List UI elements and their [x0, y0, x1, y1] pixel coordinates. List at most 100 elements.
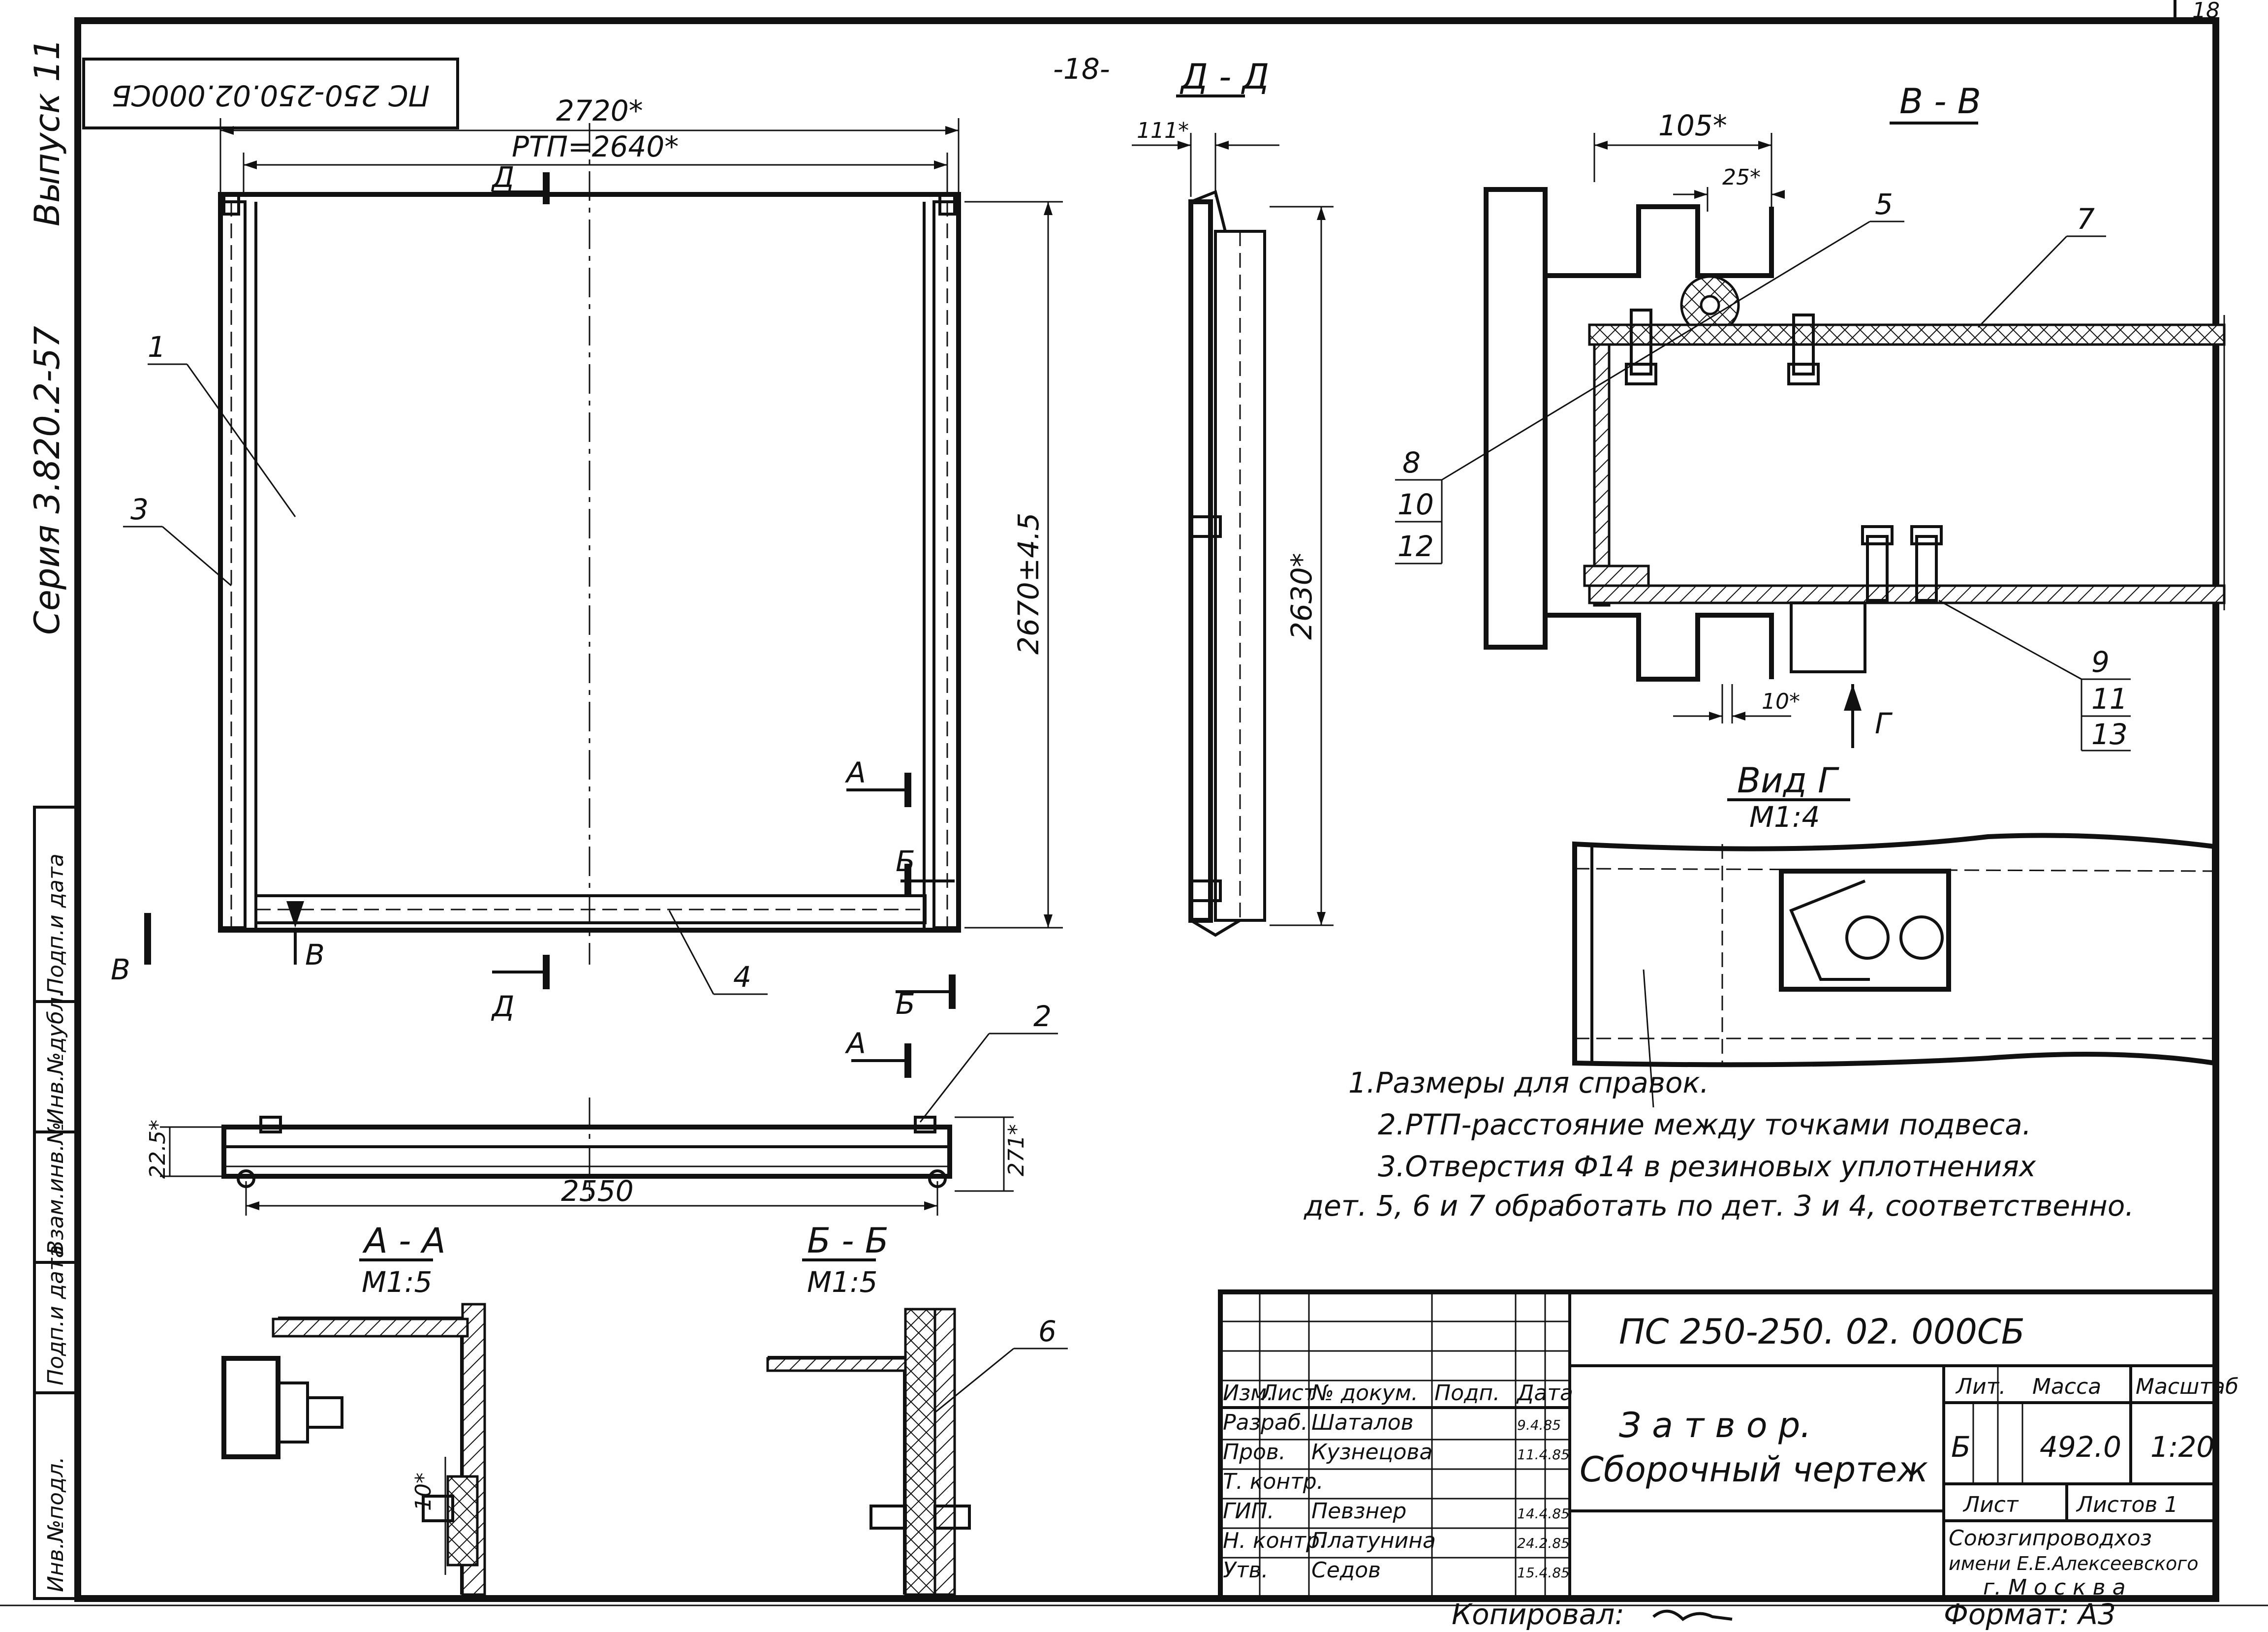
main-front-view [218, 123, 961, 965]
dim-rtp: РТП=2640* [512, 130, 679, 163]
leader-10: 10 [1398, 488, 1434, 521]
main-dimensions: 2720* РТП=2640* 2670±4.5 [219, 94, 1063, 929]
tb-name-line2: Сборочный чертеж [1580, 1449, 1928, 1490]
section-aa-scale: М1:5 [362, 1265, 432, 1299]
tb-row-role: Т. контр. [1223, 1469, 1324, 1494]
stamp-code-box: ПС 250-250.02.000СБ [82, 58, 459, 129]
vv-dim-105: 105* [1658, 109, 1727, 142]
tb-row-date: 9.4.85 [1517, 1417, 1561, 1433]
vv-leaders: 8 10 12 5 7 9 11 13 [1395, 188, 2131, 752]
tb-org-line2: имени Е.Е.Алексеевского [1949, 1553, 2199, 1574]
dd-dim-top: 111* [1137, 118, 1189, 143]
bottom-mark-b: Б [896, 987, 915, 1021]
note-4: дет. 5, 6 и 7 обработать по дет. 3 и 4, … [1304, 1189, 2134, 1223]
series-label: Серия 3.820.2-57 [27, 326, 67, 635]
left-strip: Инв.№подл. Подп.и дата Взам.инв.№ Инв.№д… [33, 806, 79, 1600]
main-section-marks: Д Д А Б В В [111, 160, 955, 1023]
tb-row-name: Седов [1311, 1558, 1381, 1583]
mark-d-bottom: Д [491, 990, 514, 1023]
tb-lit-value: Б [1951, 1430, 1971, 1464]
main-leaders: 1 3 4 [123, 330, 768, 995]
tb-format: Формат: А3 [1944, 1598, 2116, 1631]
bottom-dim-left: 22.5* [145, 1120, 170, 1179]
tb-name-line1: З а т в о р. [1619, 1405, 1811, 1445]
tb-org-line1: Союзгипроводхоз [1949, 1526, 2152, 1551]
tb-row-date: 11.4.85 [1517, 1446, 1570, 1463]
tb-doc-code: ПС 250-250. 02. 000СБ [1619, 1312, 2025, 1352]
section-aa: А - А М1:5 10* [221, 1221, 486, 1596]
section-dd: Д - Д 111* 2630* [1132, 57, 1334, 937]
strip-label-2: Взам.инв.№ [43, 1122, 68, 1255]
section-bb: Б - Б М1:5 6 [766, 1221, 1068, 1596]
section-vv-title: В - В [1899, 81, 1981, 122]
bottom-mark-a: А [844, 1027, 866, 1060]
dd-dim-height: 2630* [1285, 553, 1318, 640]
dim-height: 2670±4.5 [1012, 513, 1045, 655]
tb-mass-label: Масса [2032, 1374, 2101, 1399]
bottom-dim-right: 271* [1004, 1124, 1029, 1176]
tb-copied: Копировал: [1452, 1598, 1624, 1631]
dim-total-width: 2720* [556, 94, 643, 127]
leader-3: 3 [130, 493, 149, 526]
mark-d-top: Д [491, 160, 514, 194]
tb-h-list: Лист [1260, 1381, 1317, 1406]
tb-row-role: Н. контр. [1223, 1528, 1327, 1553]
view-g: Вид Г М1:4 [1572, 760, 2217, 1108]
tb-row-role: Разраб. [1223, 1410, 1308, 1435]
leader-5: 5 [1875, 188, 1893, 221]
section-bb-scale: М1:5 [807, 1265, 877, 1299]
note-1: 1.Размеры для справок. [1348, 1066, 1709, 1099]
mark-v-arrow: В [305, 938, 325, 972]
vv-dim-10: 10* [1762, 689, 1800, 714]
tb-h-ndoc: № докум. [1310, 1381, 1418, 1406]
tb-sheets-label: Листов 1 [2076, 1492, 2178, 1517]
strip-label-0: Инв.№подл. [43, 1456, 68, 1592]
leader-12: 12 [1398, 530, 1434, 563]
leader-11: 11 [2091, 682, 2128, 716]
tb-mass-value: 492.0 [2040, 1430, 2121, 1464]
tb-row-name: Кузнецова [1311, 1440, 1432, 1465]
strip-label-3: Инв.№дубл. [43, 990, 68, 1125]
section-vv: В - В 105* 25* [1484, 81, 2226, 748]
mark-a: А [844, 756, 866, 789]
leader-8: 8 [1402, 446, 1421, 479]
issue-label: Выпуск 11 [27, 38, 67, 226]
section-aa-title: А - А [362, 1221, 446, 1261]
leader-6: 6 [1038, 1315, 1056, 1348]
mark-v: В [111, 953, 130, 986]
section-aa-dim: 10* [411, 1473, 436, 1511]
tb-h-podp: Подп. [1434, 1381, 1500, 1406]
tb-scale-value: 1:20 [2150, 1430, 2214, 1464]
title-block: ПС 250-250. 02. 000СБ З а т в о р. Сборо… [1218, 1289, 2238, 1631]
bottom-dim-width: 2550 [561, 1174, 634, 1208]
tb-row-date: 14.4.85 [1517, 1506, 1570, 1522]
bottom-view: 2550 22.5* 271* А Б 2 [145, 974, 1058, 1216]
section-dd-title: Д - Д [1180, 57, 1269, 97]
leader-13: 13 [2091, 718, 2128, 751]
view-g-title: Вид Г [1737, 760, 1839, 801]
stamp-code-text: ПС 250-250.02.000СБ [112, 79, 430, 112]
tb-sheet-label: Лист [1962, 1492, 2019, 1517]
tb-row-name: Певзнер [1311, 1499, 1406, 1524]
leader-2: 2 [1033, 1000, 1052, 1033]
tb-h-izm: Изм. [1223, 1381, 1274, 1406]
page-number: -18- [1053, 52, 1110, 86]
mark-b: Б [896, 845, 915, 878]
tb-row-role: ГИП. [1223, 1499, 1274, 1524]
tb-h-data: Дата [1516, 1381, 1573, 1406]
tb-row-role: Пров. [1223, 1440, 1286, 1465]
leader-9: 9 [2091, 645, 2110, 679]
tb-row-date: 24.2.85 [1517, 1535, 1570, 1551]
sheet-corner-number: 18 [2192, 0, 2220, 23]
strip-label-4: Подп.и дата [43, 853, 68, 994]
view-g-arrow-label: Г [1875, 707, 1893, 740]
leader-4: 4 [733, 960, 751, 994]
leader-7: 7 [2077, 202, 2095, 236]
strip-label-1: Подп.и дата [43, 1245, 68, 1385]
view-g-scale: М1:4 [1749, 800, 1820, 834]
note-3: 3.Отверстия Ф14 в резиновых уплотнениях [1378, 1150, 2036, 1183]
tb-lit-label: Лит. [1955, 1374, 2006, 1399]
tb-row-name: Шаталов [1311, 1410, 1414, 1435]
tb-row-role: Утв. [1223, 1558, 1268, 1583]
